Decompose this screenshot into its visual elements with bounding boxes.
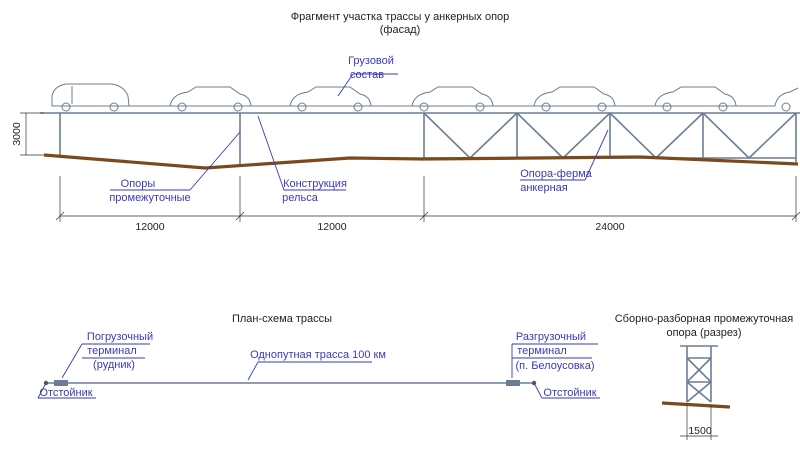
section-title-line2: опора (разрез) [666, 327, 741, 339]
unloading-terminal-line3: (п. Белоусовка) [515, 360, 594, 372]
loading-terminal-line2: терминал [87, 345, 136, 357]
unloading-terminal-line2: терминал [517, 345, 566, 357]
leader-line [189, 131, 241, 191]
leader-line [337, 73, 354, 97]
car [411, 86, 494, 112]
label-cargo-line1: Грузовой [348, 55, 394, 67]
section-width-dimension [680, 405, 718, 440]
leader-line [257, 115, 285, 191]
section-width-label: 1500 [688, 425, 712, 437]
leader-line [61, 343, 83, 379]
cargo-train [51, 83, 799, 112]
loading-terminal-line1: Погрузочный [87, 331, 153, 343]
route-label: Однопутная трасса 100 км [250, 349, 386, 361]
label-supports-line2: промежуточные [109, 192, 190, 204]
section-ground [661, 401, 731, 409]
ground-profile [43, 153, 799, 170]
label-cargo-line2: состав [350, 69, 384, 81]
car-partial [774, 87, 799, 112]
facade-title-line1: Фрагмент участка трассы у анкерных опор [291, 11, 510, 23]
span-dimension-line [55, 176, 800, 222]
span-label: 12000 [135, 221, 164, 233]
plan-title: План-схема трассы [232, 313, 332, 325]
leader-line [533, 382, 543, 399]
car [654, 86, 737, 112]
span-label: 24000 [595, 221, 624, 233]
loading-terminal-line3: (рудник) [93, 359, 135, 371]
height-label: 3000 [11, 122, 23, 146]
label-rail-line1: Конструкция [283, 178, 347, 190]
settler-right-label: Отстойник [543, 387, 596, 399]
car [289, 86, 372, 112]
label-truss-line2: анкерная [520, 182, 568, 194]
facade-title-line2: (фасад) [380, 24, 421, 36]
terminal-right-block [506, 380, 520, 386]
settler-left-label: Отстойник [39, 387, 92, 399]
label-rail-line2: рельса [282, 192, 319, 204]
leader-line [584, 129, 609, 181]
unloading-terminal-line1: Разгрузочный [516, 331, 586, 343]
label-truss-line1: Опора-ферма [520, 168, 592, 180]
leader-line [247, 361, 259, 381]
car [169, 86, 252, 112]
car-first [51, 83, 130, 112]
section-title-line1: Сборно-разборная промежуточная [615, 313, 794, 325]
terminal-left-block [54, 380, 68, 386]
section-support [680, 345, 718, 403]
car [533, 86, 616, 112]
label-supports-line1: Опоры [121, 178, 156, 190]
span-label: 12000 [317, 221, 346, 233]
height-dimension [20, 112, 44, 156]
leader-line [37, 382, 47, 399]
anchor-truss [423, 112, 797, 162]
